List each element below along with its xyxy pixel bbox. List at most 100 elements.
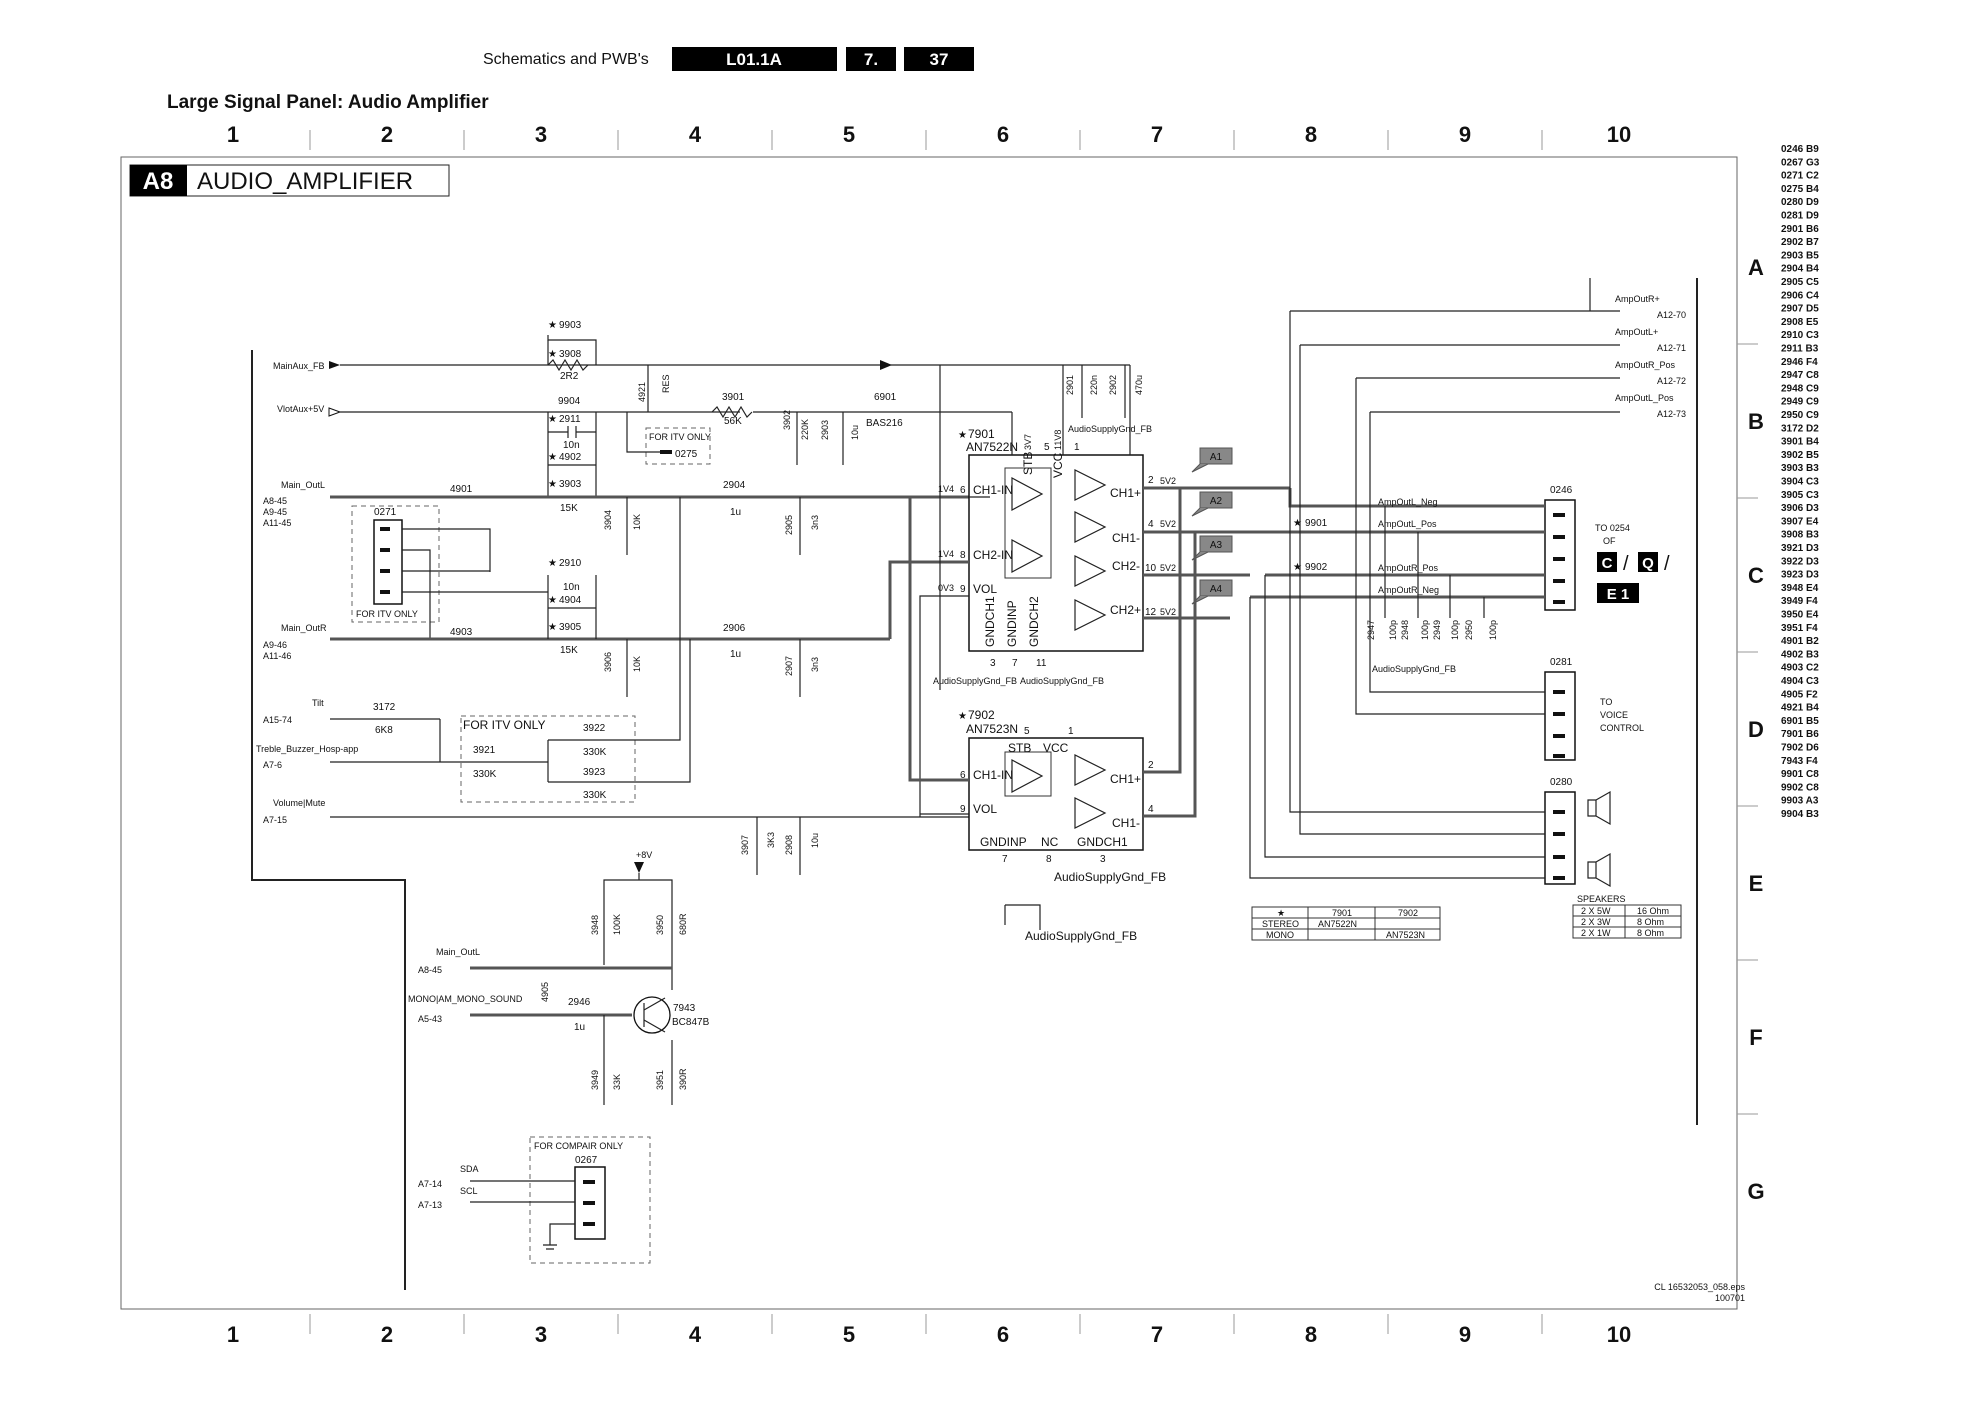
ampoutl-plus-ref: A12-71 [1657,343,1686,353]
location-index-entry: 3922 D3 [1781,556,1819,567]
gnd-label-3: AudioSupplyGnd_FB [1020,676,1104,686]
location-index-entry: 2908 E5 [1781,317,1819,328]
c2948-ref: 2948 [1400,620,1410,640]
gnd-symbol-wire [1004,904,1041,930]
tag-q-box [1638,552,1658,572]
location-index-entry: 0267 G3 [1781,157,1820,168]
c2910-value: 10n [563,582,580,593]
output-tag-pointer [1191,507,1209,517]
ic7902-pin-ch1m: CH1- [1112,816,1140,830]
c2905-ref: 2905 [784,515,794,535]
d6901-ref: 6901 [874,392,897,403]
column-number-bottom: 10 [1607,1322,1631,1347]
speaker-table-impedance: 8 Ohm [1637,917,1664,927]
ampoutl-pos2-label: AmpOutL_Pos [1378,519,1437,529]
itv-0271-note: FOR ITV ONLY [356,609,418,619]
ampoutr-plus-ref: A12-70 [1657,310,1686,320]
column-number-bottom: 9 [1459,1322,1471,1347]
row-letter: C [1748,563,1764,588]
ic7901-pin-gndch2: GNDCH2 [1027,596,1041,647]
itv-resistors-note: FOR ITV ONLY [463,718,545,732]
row-letter: B [1748,409,1764,434]
r9903-wire [547,335,597,365]
supply-cap-wires [1062,365,1126,450]
mono-sound-ref: A5-43 [418,1014,442,1024]
r3904-ref: 3904 [603,510,613,530]
location-index-entry: 3951 F4 [1781,623,1818,634]
r9903-ref: 9903 [559,320,582,331]
location-index-entry: 9904 B3 [1781,809,1819,820]
location-index-entry: 0280 D9 [1781,197,1819,208]
c2908-value: 10u [810,833,820,848]
ic7901-pin-stb: STB [1021,452,1035,475]
c2901-value: 220n [1089,375,1099,395]
r3949-value: 33K [612,1074,622,1090]
speaker-table-impedance: 8 Ohm [1637,928,1664,938]
r3923-ref: 3923 [583,767,606,778]
location-index-entry: 3948 E4 [1781,583,1819,594]
diagram-frame [120,156,1738,1310]
tag-q: Q [1642,555,1654,572]
speaker-table-border [1572,904,1682,939]
column-number-bottom: 5 [843,1322,855,1347]
location-index-entry: 2950 C9 [1781,410,1819,421]
output-tag-label: A1 [1210,452,1223,463]
itv-box-resistors [460,715,636,803]
location-index-entry: 4903 C2 [1781,663,1819,674]
conn0281-ref: 0281 [1550,657,1573,668]
ic7901-volt-out1: 5V2 [1160,476,1176,486]
location-index-entry: 3923 D3 [1781,570,1819,581]
ic7901-pin-ch2p: CH2+ [1110,603,1141,617]
r9902-ref: 9902 [1305,562,1328,573]
location-index-entry: 2947 C8 [1781,370,1819,381]
column-number-top: 5 [843,122,855,147]
ic7901-inner-block [1004,467,1052,579]
ic7901-pinno-8: 8 [960,550,966,561]
itv-0275-note: FOR ITV ONLY [649,432,711,442]
location-index-entry: 6901 B5 [1781,716,1819,727]
c2904-value: 1u [730,507,741,518]
c2949-value: 100p [1450,620,1460,640]
r4904-star: ★ [548,595,557,606]
r3923-value: 330K [583,790,607,801]
ic7902-body [968,737,1144,851]
conn0271-pin-4 [380,590,390,594]
main-outr-ref-2: A11-46 [263,651,291,661]
scl-ref: A7-13 [418,1200,442,1210]
location-index-entry: 2904 B4 [1781,264,1819,275]
ic7901-part: AN7522N [966,440,1018,454]
r3950-value: 680R [678,913,688,935]
ic7902-amplifiers [1011,754,1107,829]
header-page-number: 37 [930,50,949,69]
conn0280-wires [1249,311,1545,879]
diagram-badge: A8 [143,168,174,195]
location-index-entry: 2901 B6 [1781,224,1819,235]
column-number-top: 9 [1459,122,1471,147]
stereo-table-r2c1: MONO [1266,930,1294,940]
header-chapter: 7. [864,50,878,69]
ic7902-pinno-4: 4 [1148,804,1154,815]
r3902-ref: 3902 [782,410,792,430]
amp-output-wires [1143,486,1290,818]
conn0275-ref: 0275 [675,449,698,460]
c2946-value: 1u [574,1022,585,1033]
location-index-entry: 7943 F4 [1781,756,1818,767]
gnd-label-4: AudioSupplyGnd_FB [1054,870,1166,884]
column-number-bottom: 8 [1305,1322,1317,1347]
row-letter: A [1748,255,1764,280]
input-bus-wire [251,350,406,1290]
mono-outl-ref: A8-45 [418,965,442,975]
ic7901-pinno-6: 6 [960,485,966,496]
location-index-entry: 3908 B3 [1781,530,1819,541]
location-index-entry: 9901 C8 [1781,769,1819,780]
c2905-value: 3n3 [810,515,820,530]
c2906-value: 1u [730,649,741,660]
r3948-value: 100K [612,914,622,935]
r3949-ref: 3949 [590,1070,600,1090]
speaker-icon-1 [1587,790,1611,826]
ampoutl-plus-label: AmpOutL+ [1615,327,1658,337]
ic7902-pinno-7: 7 [1002,854,1008,865]
grid-ticks [309,130,1758,1334]
row-letter: D [1748,717,1764,742]
